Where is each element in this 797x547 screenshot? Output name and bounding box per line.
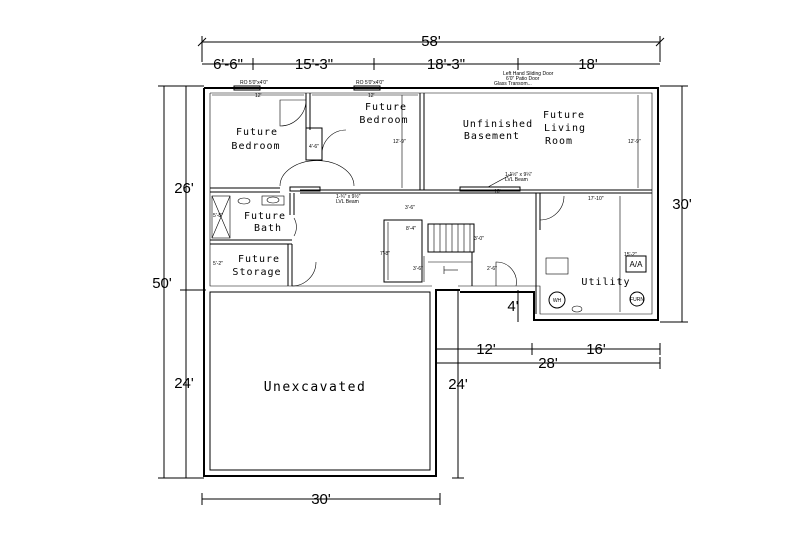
door-note-1: Left Hand Sliding Door: [503, 71, 554, 77]
dim-5-2: 5'-2": [213, 261, 223, 267]
doors: [279, 99, 565, 287]
utility-fixtures: A/A WH FURN: [545, 255, 647, 313]
water-heater-label: WH: [553, 298, 562, 304]
bedroom-left-label-2: Bedroom: [231, 141, 280, 152]
right-height-dim: 30': [672, 196, 692, 213]
bottom-width-dim: 30': [311, 491, 331, 508]
storage-label-2: Storage: [232, 267, 281, 278]
room-labels: Future Bedroom Future Bedroom Unfinished…: [231, 102, 630, 395]
left-dimension: 50' 26' 24': [152, 85, 206, 479]
top-seg-2: 15'-3": [295, 56, 333, 73]
dim-10: 10': [494, 189, 501, 195]
furnace-label: FURN: [630, 297, 644, 303]
jog-dim: 4': [507, 298, 518, 315]
floor-drain-icon: [571, 305, 583, 313]
bottom-dimension: 30': [201, 491, 441, 508]
bath-label-1: Future: [244, 211, 286, 222]
bedroom-right-label-2: Bedroom: [359, 115, 408, 126]
top-seg-3: 18'-3": [427, 56, 465, 73]
living-label-1: Future: [543, 110, 585, 121]
top-seg-4: 18': [578, 56, 598, 73]
left-lower-dim: 24': [174, 375, 194, 392]
dim-17-10: 17'-10": [588, 196, 604, 202]
door-note-2: 6'0" Patio Door: [506, 76, 540, 82]
dim-8-4: 8'-4": [406, 226, 416, 232]
dim-5-8: 5'-8": [213, 213, 223, 219]
dim-2-6: 2'-6": [487, 266, 497, 272]
bath-label-2: Bath: [254, 223, 282, 234]
dim-12-9b: 12'-9": [628, 139, 641, 145]
window-left-label: RO 5'0"x4'0": [240, 80, 268, 86]
beam-note-2: LVL Beam: [505, 177, 528, 183]
left-total-dim: 50': [152, 275, 172, 292]
top-total-dim: 58': [421, 33, 441, 50]
water-heater-icon: [548, 291, 566, 309]
bedroom-right-label-1: Future: [365, 102, 407, 113]
basement-label-1: Unfinished: [463, 119, 533, 130]
top-dimension: 58' 6'-6" 15'-3" 18'-3" 18': [197, 33, 665, 73]
ac-unit: [625, 255, 647, 273]
dim-3-6b: 3'-6": [413, 266, 423, 272]
beam-note2-1: 1-¾" x 9½": [336, 193, 361, 200]
living-label-2: Living: [544, 123, 586, 134]
basement-label-2: Basement: [464, 131, 520, 142]
dim-3-0: 3'-0": [474, 236, 484, 242]
dim-4-6: 4'-6": [309, 144, 319, 150]
ac-label: A/A: [630, 260, 644, 269]
unexcavated-label: Unexcavated: [264, 380, 367, 395]
right-dimension: 30': [660, 85, 692, 323]
step-seg-2: 16': [586, 341, 606, 358]
step-total-dim: 28': [538, 355, 558, 372]
door-note-3: Glass Transom...: [494, 81, 532, 87]
beam-note-1: 1-1½" x 9¼": [505, 171, 532, 178]
windows: RO 5'0"x4'0" RO 5'0"x4'0" Left Hand Slid…: [233, 71, 554, 192]
furnace-icon: [629, 291, 645, 307]
sink-icon: [545, 257, 569, 275]
interior-dims: 12' 12' 12'-9" 12'-9" 4'-6" 10' 17'-10" …: [212, 93, 641, 312]
dim-3-6: 3'-6": [405, 205, 415, 211]
dim-12a: 12': [255, 93, 262, 99]
dim-15-2: 15'-2": [624, 252, 637, 258]
dim-12-9a: 12'-9": [393, 139, 406, 145]
dim-7-8: 7'-8": [380, 251, 390, 257]
beam-note2-2: LVL Beam: [336, 199, 359, 205]
stairs: [428, 224, 472, 274]
window-right-label: RO 5'0"x4'0": [356, 80, 384, 86]
step-height-dim: 24': [448, 376, 468, 393]
dim-12b: 12': [368, 93, 375, 99]
utility-label: Utility: [581, 277, 630, 288]
left-upper-dim: 26': [174, 180, 194, 197]
top-seg-1: 6'-6": [213, 56, 243, 73]
storage-label-1: Future: [238, 254, 280, 265]
bedroom-left-label-1: Future: [236, 127, 278, 138]
step-seg-1: 12': [476, 341, 496, 358]
step-dimension: 12' 16' 28' 24' 4': [435, 290, 661, 479]
outer-walls: [203, 87, 659, 477]
bath-fixtures: [211, 195, 285, 239]
living-label-3: Room: [545, 136, 573, 147]
